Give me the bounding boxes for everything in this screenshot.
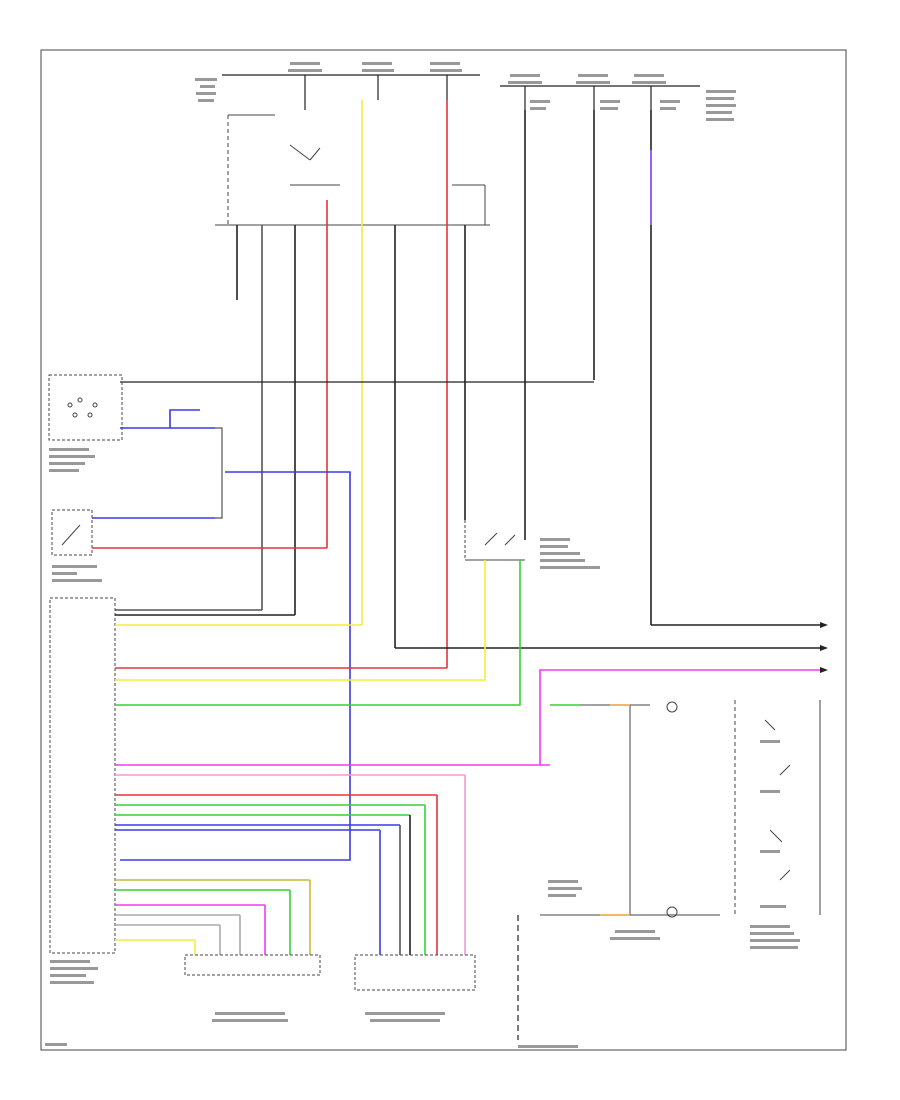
vertical-wires [236,100,652,668]
fuse-labels [195,62,736,121]
ecm-sensor-block [48,374,123,441]
junction-block [215,114,490,226]
bottom-connectors [184,954,476,991]
gray-links [215,427,223,519]
ecm-labels [50,960,98,984]
ecm-module [49,597,116,954]
blue-wires [92,409,351,861]
power-bus [222,74,700,110]
cruise-orange [600,704,630,916]
wire-arrows [820,622,828,673]
stop-light-labels [540,538,600,569]
diagram-frame [40,49,847,1051]
right-labels [518,740,800,1048]
stop-light-switch [464,520,525,561]
clutch-switch [51,509,93,556]
ecm-sensor-labels [49,448,95,472]
connector-drops [194,775,466,955]
clutch-labels [52,565,102,582]
bottom-labels [45,1012,445,1046]
ecm-wires [115,560,820,941]
cruise-switch-block [540,700,821,918]
